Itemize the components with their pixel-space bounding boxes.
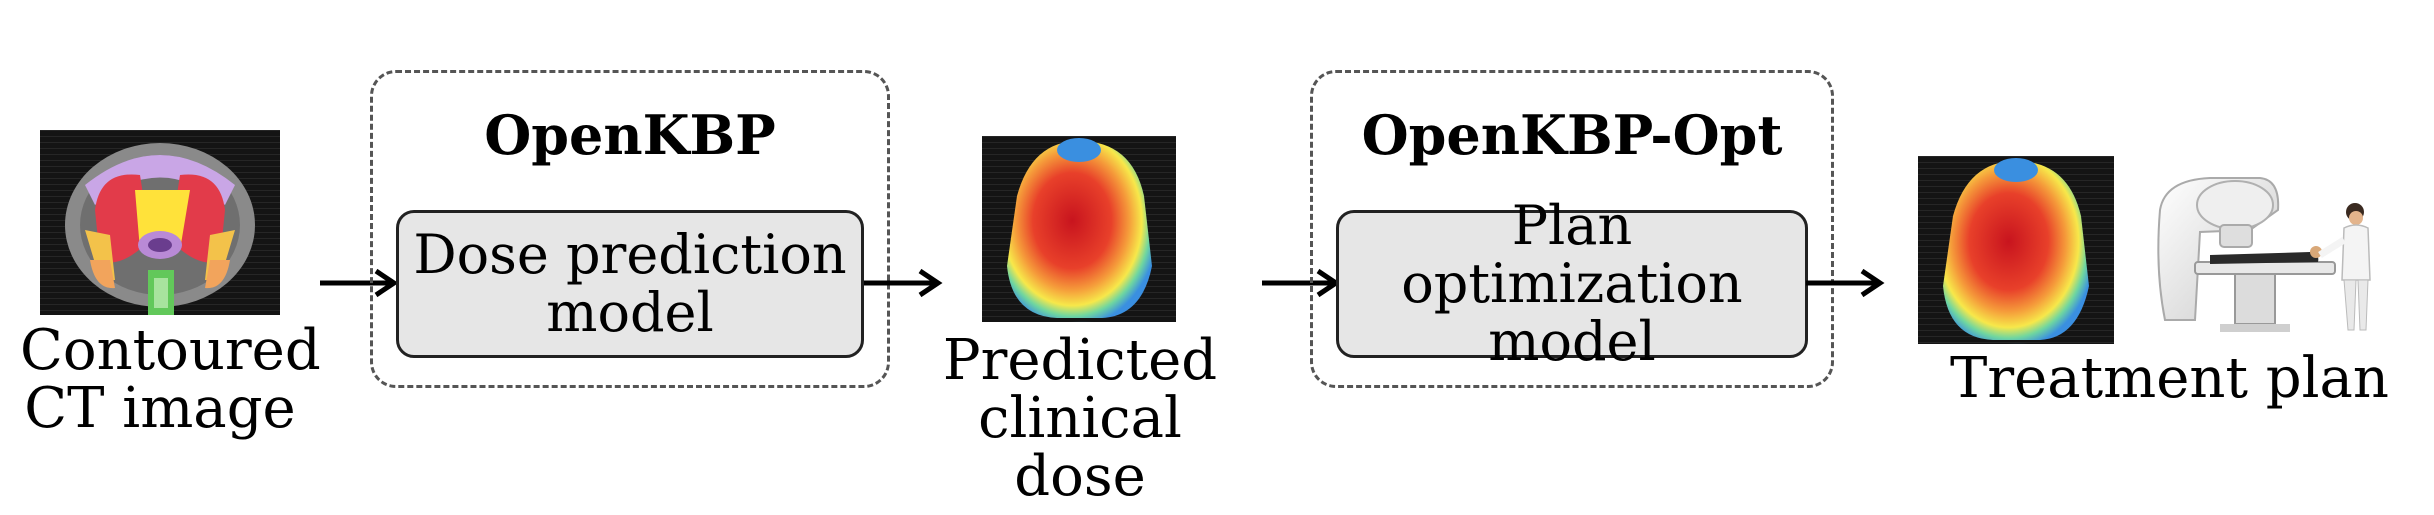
arrow-prediction-to-dose [864,268,943,298]
treatment-plan-dose-image [1918,156,2114,344]
openkbp-opt-group: OpenKBP-Opt [1310,70,1834,388]
openkbp-group: OpenKBP [370,70,890,388]
plan-optimization-model-box: Plan optimization model [1336,197,1808,371]
dose-prediction-model-label: Dose prediction model [413,223,847,344]
linac-machine-icon [2157,177,2371,332]
plan-optimization-model-label: Plan optimization model [1401,194,1743,373]
ct-image-caption: Contoured CT image [20,318,321,441]
openkbp-opt-title: OpenKBP-Opt [1361,103,1783,167]
predicted-dose-image [982,136,1176,322]
openkbp-title: OpenKBP [484,103,776,167]
arrow-optimization-to-plan [1806,268,1885,298]
arrow-ct-to-prediction [320,268,399,298]
ct-image [40,130,280,315]
predicted-dose-caption: Predicted clinical dose [942,328,1218,509]
dose-prediction-model-box: Dose prediction model [396,210,864,358]
treatment-plan-caption: Treatment plan [1950,346,2389,411]
